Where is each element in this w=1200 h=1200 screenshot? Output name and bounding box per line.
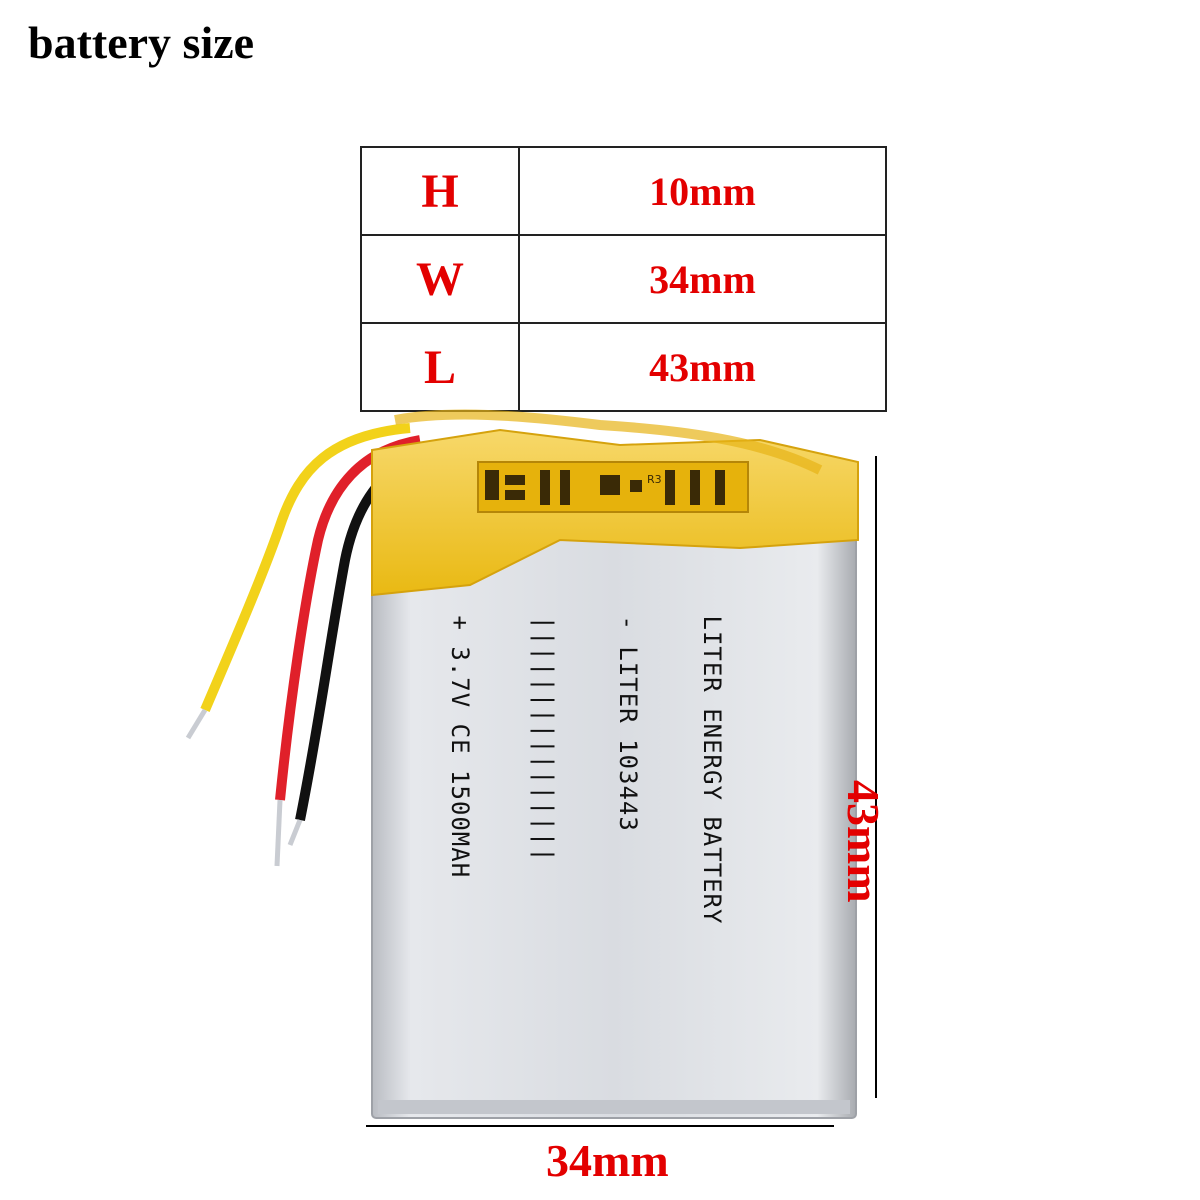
print-barcode: |||||||||||||||| [530, 615, 558, 863]
dimension-value: 10mm [518, 146, 887, 236]
dimension-value: 34mm [518, 234, 887, 324]
dimensions-table: H 10mm W 34mm L 43mm [360, 146, 887, 412]
dimension-key: L [360, 322, 520, 412]
table-row: L 43mm [360, 322, 887, 412]
battery-printed-label: LITER ENERGY BATTERY - LITER 103443 ||||… [418, 616, 782, 925]
table-row: H 10mm [360, 146, 887, 236]
print-line-4: + 3.7V CE 1500MAH [446, 615, 474, 879]
table-row: W 34mm [360, 234, 887, 324]
print-line-1: LITER ENERGY BATTERY [698, 615, 726, 925]
dimension-key: H [360, 146, 520, 236]
dimension-value: 43mm [518, 322, 887, 412]
pcb-label: R3 [647, 473, 662, 486]
pcb-components [485, 470, 725, 505]
print-line-2: - LITER 103443 [614, 615, 642, 832]
dimension-key: W [360, 234, 520, 324]
width-label: 34mm [546, 1135, 669, 1186]
height-label: 43mm [838, 780, 889, 903]
page-title: battery size [28, 17, 255, 68]
